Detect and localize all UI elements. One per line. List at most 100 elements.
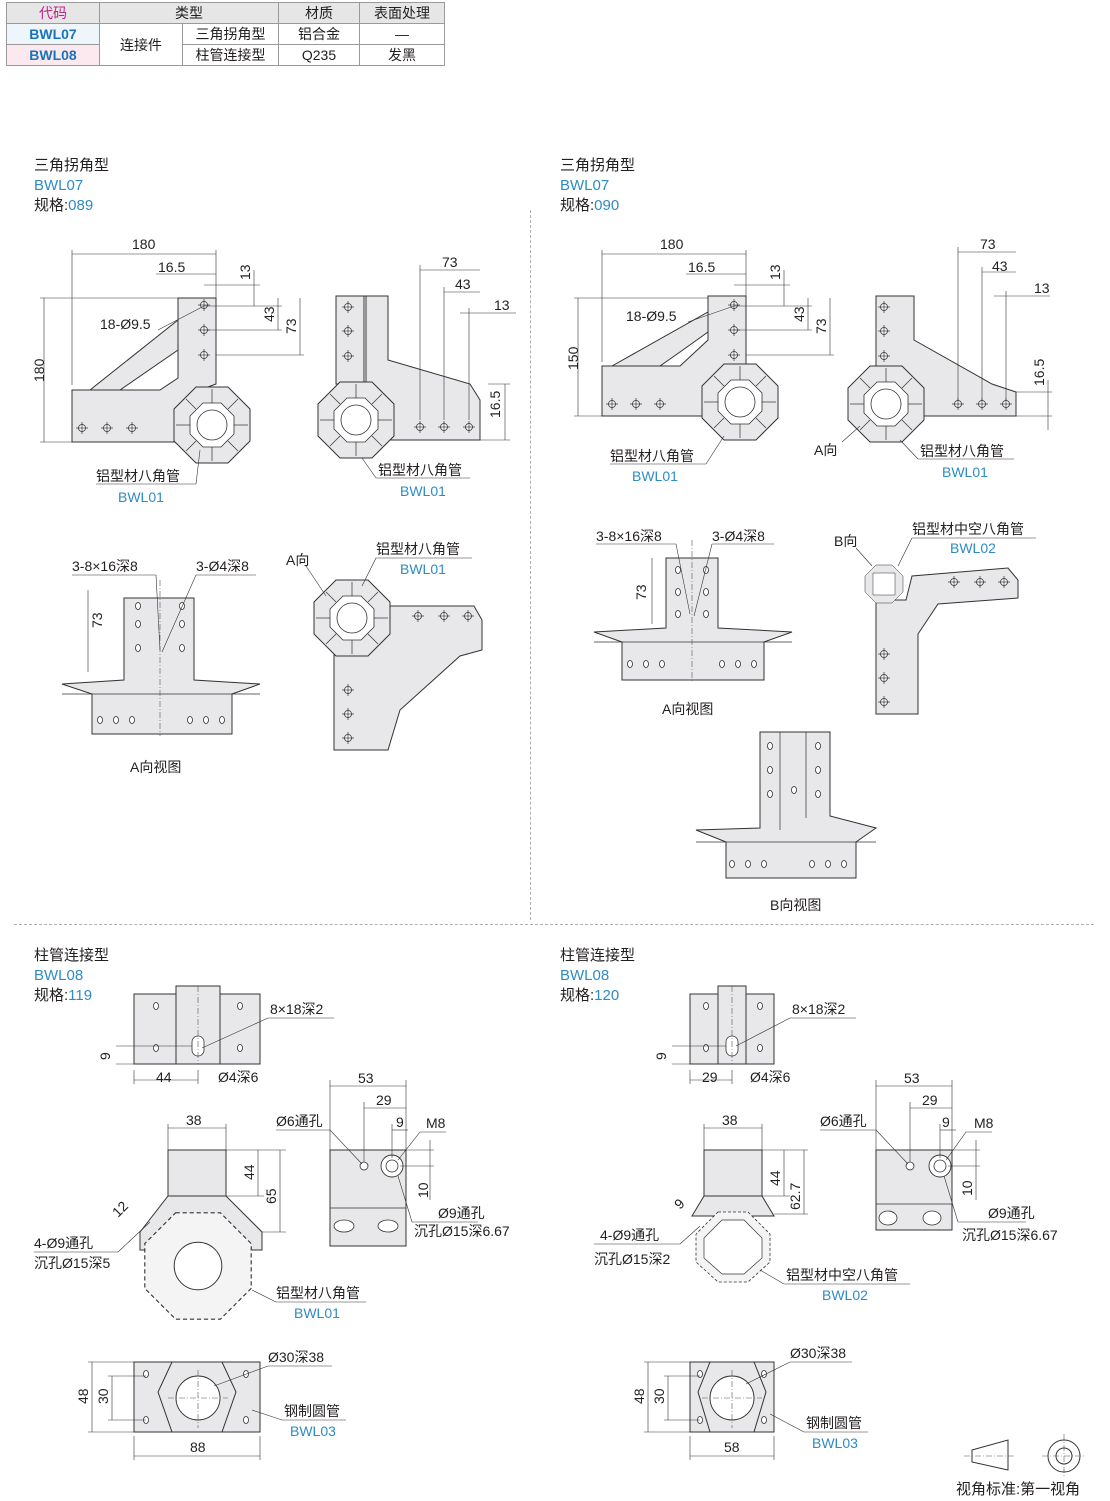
label-m8: M8 [974,1115,994,1131]
label-bwl01: BWL01 [294,1305,340,1321]
dim-29: 29 [702,1069,718,1085]
label-cb-667: 沉孔Ø15深6.67 [962,1227,1058,1243]
spec-value: 119 [68,987,93,1004]
label-hole-3: 3-Ø4深8 [196,558,249,574]
label-round-tube: 钢制圆管 [284,1403,340,1419]
dim-10: 10 [415,1182,431,1198]
section-header: 三角拐角型 BWL07 规格:089 [34,156,109,216]
dim-88: 88 [190,1439,206,1455]
dim-10: 10 [959,1180,975,1196]
label-bwl03: BWL03 [290,1423,336,1439]
section-code: BWL08 [34,967,84,984]
label-bwl01: BWL01 [400,483,446,499]
label-bwl01: BWL01 [942,464,988,480]
spec-label: 规格: [560,197,595,214]
dim-73: 73 [813,318,829,334]
label-octagon-tube: 铝型材八角管 [96,468,180,484]
spec-value: 090 [594,197,620,214]
dim-180: 180 [132,236,156,252]
label-bwl01: BWL01 [400,561,446,577]
section-title: 三角拐角型 [560,157,636,174]
row-code: BWL07 [6,23,100,45]
label-hole-d9: Ø9通孔 [438,1205,485,1221]
label-holes-18: 18-Ø9.5 [100,316,151,332]
drawing-bwl07-090-a-view: 73 3-8×16深8 3-Ø4深8 A向视图 [593,528,793,717]
dim-73: 73 [89,612,105,628]
label-round-tube: 钢制圆管 [806,1415,862,1431]
dim-150: 150 [565,346,581,370]
dim-9: 9 [653,1052,669,1060]
label-hole-3: 3-Ø4深8 [712,528,765,544]
dim-9: 9 [942,1114,950,1130]
label-slot-3: 3-8×16深8 [596,528,662,544]
dim-43: 43 [455,276,471,292]
row-material: 铝合金 [278,23,360,45]
spec-value: 120 [594,987,620,1004]
section-title: 柱管连接型 [34,947,110,964]
label-cb-2: 沉孔Ø15深2 [594,1251,670,1267]
label-slot-8: 8×18深2 [270,1001,324,1017]
label-bore-30: Ø30深38 [268,1349,324,1365]
dim-48: 48 [75,1388,91,1404]
row-type: 柱管连接型 [182,44,279,66]
label-bwl02: BWL02 [822,1287,868,1303]
label-octagon-tube: 铝型材八角管 [378,462,462,478]
dim-73: 73 [980,236,996,252]
dim-16-5: 16.5 [1031,359,1047,386]
dim-73: 73 [442,254,458,270]
section-header: 三角拐角型 BWL07 规格:090 [560,156,635,216]
section-code: BWL07 [34,177,84,194]
dim-53: 53 [358,1070,374,1086]
label-bwl02: BWL02 [950,540,996,556]
header-type: 类型 [99,2,279,24]
label-hole-d6: Ø6通孔 [820,1113,867,1129]
label-bwl01: BWL01 [632,468,678,484]
dim-9: 9 [396,1114,404,1130]
label-a-dir: A向 [286,552,309,568]
label-a-view: A向视图 [662,701,713,717]
section-title: 三角拐角型 [34,157,110,174]
spec-label: 规格: [34,987,69,1004]
section-divider-vertical [530,210,531,920]
dim-16-5: 16.5 [487,391,503,418]
projection-standard: 视角标准:第一视角 [956,1478,1080,1499]
row-type: 三角拐角型 [182,23,279,45]
label-hole-d6: Ø6通孔 [276,1113,323,1129]
dim-44: 44 [241,1164,257,1180]
drawing-bwl08-120-side: 53 29 9 10 Ø6通孔 M8 Ø9通孔 沉孔Ø15深6.67 [820,1070,1058,1243]
drawing-bwl08-120-front: 38 44 62.7 9 4-Ø9通孔 沉孔Ø15深2 铝型材中空八角管 BWL… [594,1112,910,1303]
label-octagon-tube: 铝型材八角管 [376,541,460,557]
label-hollow-octagon-tube: 铝型材中空八角管 [786,1267,898,1283]
spec-value: 089 [68,197,94,214]
dim-12: 12 [109,1198,131,1220]
label-hole-d4: Ø4深6 [218,1069,259,1085]
dim-180-v: 180 [31,358,47,382]
label-cb-5: 沉孔Ø15深5 [34,1255,110,1271]
projection-value: 第一视角 [1020,1481,1081,1498]
drawing-bwl08-119-top: 9 44 8×18深2 Ø4深6 [97,985,334,1085]
dim-62-7: 62.7 [787,1183,803,1210]
dim-38: 38 [722,1112,738,1128]
dim-73: 73 [283,318,299,334]
label-slot-3: 3-8×16深8 [72,558,138,574]
dim-30: 30 [95,1388,111,1404]
projection-label: 视角标准: [956,1481,1021,1498]
label-holes-18: 18-Ø9.5 [626,308,677,324]
row-code: BWL08 [6,44,100,66]
row-finish: 发黑 [359,44,445,66]
section-code: BWL08 [560,967,610,984]
dim-9: 9 [671,1195,688,1212]
first-angle-projection-symbol [964,1434,1086,1478]
dim-13: 13 [1034,280,1050,296]
label-cb-667: 沉孔Ø15深6.67 [414,1223,510,1239]
label-a-view: A向视图 [130,759,181,775]
drawing-bwl07-089-front: 180 16.5 13 43 73 180 18-Ø9.5 铝型材八角管 BWL… [31,236,304,505]
dim-43: 43 [791,306,807,322]
label-hollow-octagon-tube: 铝型材中空八角管 [912,521,1024,537]
section-header: 柱管连接型 BWL08 规格:120 [560,946,635,1006]
label-bwl01: BWL01 [118,489,164,505]
header-code: 代码 [6,2,100,24]
label-hole-d4: Ø4深6 [750,1069,791,1085]
label-octagon-tube: 铝型材八角管 [276,1285,360,1301]
label-octagon-tube: 铝型材八角管 [920,443,1004,459]
